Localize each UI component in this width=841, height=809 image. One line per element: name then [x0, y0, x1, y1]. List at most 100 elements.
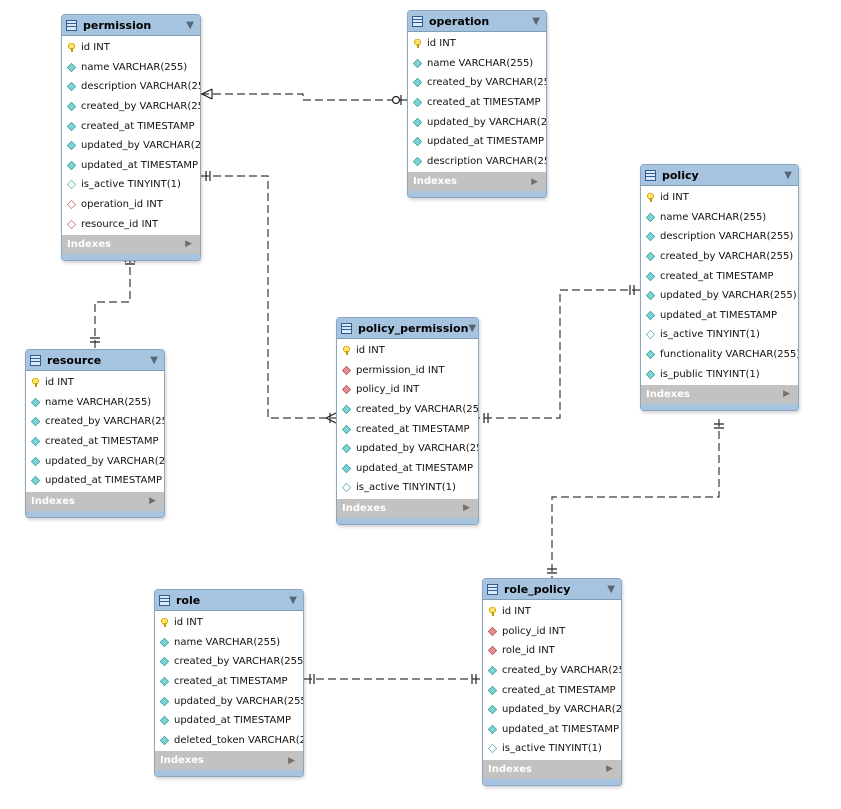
column-row[interactable]: created_by VARCHAR(255) [26, 412, 164, 432]
column-row[interactable]: updated_by VARCHAR(255) [641, 286, 798, 306]
column-row[interactable]: created_by VARCHAR(255) [155, 652, 303, 672]
column-row[interactable]: updated_at TIMESTAMP [62, 156, 200, 176]
table-header[interactable]: operation▼ [408, 11, 546, 32]
column-row[interactable]: description VARCHAR(255) [408, 152, 546, 172]
expand-arrow-icon[interactable]: ▶ [185, 239, 192, 250]
expand-arrow-icon[interactable]: ▶ [288, 755, 295, 766]
indexes-section[interactable]: Indexes▶ [26, 491, 164, 511]
collapse-arrow-icon[interactable]: ▼ [468, 322, 477, 334]
column-row[interactable]: updated_by VARCHAR(255) [483, 700, 621, 720]
column-row[interactable]: updated_at TIMESTAMP [641, 306, 798, 326]
expand-arrow-icon[interactable]: ▶ [606, 764, 613, 775]
indexes-section[interactable]: Indexes▶ [337, 498, 478, 518]
column-row[interactable]: operation_id INT [62, 195, 200, 215]
table-header[interactable]: permission▼ [62, 15, 200, 36]
column-row[interactable]: created_at TIMESTAMP [337, 419, 478, 439]
column-row[interactable]: created_at TIMESTAMP [26, 432, 164, 452]
indexes-section[interactable]: Indexes▶ [483, 759, 621, 779]
column-row[interactable]: created_by VARCHAR(255) [62, 97, 200, 117]
column-row[interactable]: created_at TIMESTAMP [62, 116, 200, 136]
column-row[interactable]: created_at TIMESTAMP [155, 672, 303, 692]
column-row[interactable]: id INT [483, 602, 621, 622]
indexes-section[interactable]: Indexes▶ [155, 751, 303, 771]
column-row[interactable]: created_by VARCHAR(255) [483, 661, 621, 681]
relationship-policy-role-policy[interactable] [551, 419, 720, 578]
expand-arrow-icon[interactable]: ▶ [531, 176, 538, 187]
column-row[interactable]: name VARCHAR(255) [26, 393, 164, 413]
relationship-permission-resource[interactable] [94, 255, 131, 349]
column-row[interactable]: resource_id INT [62, 214, 200, 234]
column-row[interactable]: id INT [26, 373, 164, 393]
column-row[interactable]: is_active TINYINT(1) [337, 478, 478, 498]
column-row[interactable]: role_id INT [483, 641, 621, 661]
table-header[interactable]: resource▼ [26, 350, 164, 371]
collapse-arrow-icon[interactable]: ▼ [150, 354, 158, 366]
column-row[interactable]: is_public TINYINT(1) [641, 364, 798, 384]
column-row[interactable]: updated_at TIMESTAMP [483, 720, 621, 740]
column-row[interactable]: updated_by VARCHAR(255) [62, 136, 200, 156]
relationship-permission-policy-permission[interactable] [201, 175, 336, 419]
column-row[interactable]: description VARCHAR(255) [62, 77, 200, 97]
relationship-policy-policy-permission[interactable] [479, 289, 640, 419]
column-diamond-icon [487, 724, 498, 734]
column-row[interactable]: id INT [155, 613, 303, 633]
collapse-arrow-icon[interactable]: ▼ [532, 15, 540, 27]
column-diamond-icon [341, 424, 352, 434]
indexes-section[interactable]: Indexes▶ [62, 234, 200, 254]
indexes-section[interactable]: Indexes▶ [641, 384, 798, 404]
column-row[interactable]: id INT [408, 34, 546, 54]
indexes-section[interactable]: Indexes▶ [408, 172, 546, 192]
relationship-permission-operation[interactable] [201, 93, 407, 101]
column-row[interactable]: policy_id INT [483, 622, 621, 642]
column-row[interactable]: created_at TIMESTAMP [641, 266, 798, 286]
expand-arrow-icon[interactable]: ▶ [463, 503, 470, 514]
column-row[interactable]: updated_at TIMESTAMP [155, 711, 303, 731]
column-row[interactable]: id INT [641, 188, 798, 208]
column-row[interactable]: name VARCHAR(255) [155, 633, 303, 653]
column-row[interactable]: name VARCHAR(255) [641, 208, 798, 228]
table-header[interactable]: policy_permission▼ [337, 318, 478, 339]
expand-arrow-icon[interactable]: ▶ [149, 496, 156, 507]
collapse-arrow-icon[interactable]: ▼ [607, 583, 615, 595]
column-row[interactable]: name VARCHAR(255) [408, 54, 546, 74]
column-row[interactable]: created_by VARCHAR(255) [641, 247, 798, 267]
column-row[interactable]: is_active TINYINT(1) [641, 325, 798, 345]
column-row[interactable]: updated_by VARCHAR(255) [26, 451, 164, 471]
column-row[interactable]: created_by VARCHAR(255) [337, 400, 478, 420]
expand-arrow-icon[interactable]: ▶ [783, 389, 790, 400]
collapse-arrow-icon[interactable]: ▼ [784, 169, 792, 181]
table-header[interactable]: role_policy▼ [483, 579, 621, 600]
table-header[interactable]: policy▼ [641, 165, 798, 186]
column-row[interactable]: is_active TINYINT(1) [483, 739, 621, 759]
column-row[interactable]: updated_at TIMESTAMP [408, 132, 546, 152]
column-row[interactable]: created_at TIMESTAMP [408, 93, 546, 113]
column-row[interactable]: updated_by VARCHAR(255) [337, 439, 478, 459]
column-row[interactable]: policy_id INT [337, 380, 478, 400]
collapse-arrow-icon[interactable]: ▼ [289, 594, 297, 606]
column-label: created_by VARCHAR(255) [174, 656, 304, 668]
column-row[interactable]: is_active TINYINT(1) [62, 175, 200, 195]
column-row[interactable]: updated_by VARCHAR(255) [408, 112, 546, 132]
column-row[interactable]: updated_at TIMESTAMP [337, 459, 478, 479]
column-row[interactable]: updated_by VARCHAR(255) [155, 691, 303, 711]
column-row[interactable]: created_at TIMESTAMP [483, 680, 621, 700]
column-row[interactable]: permission_id INT [337, 361, 478, 381]
column-row[interactable]: created_by VARCHAR(255) [408, 73, 546, 93]
column-row[interactable]: functionality VARCHAR(255) [641, 345, 798, 365]
table-header[interactable]: role▼ [155, 590, 303, 611]
column-row[interactable]: updated_at TIMESTAMP [26, 471, 164, 491]
column-row[interactable]: id INT [62, 38, 200, 58]
column-row[interactable]: id INT [337, 341, 478, 361]
column-row[interactable]: name VARCHAR(255) [62, 58, 200, 78]
column-row[interactable]: deleted_token VARCHAR(255) [155, 731, 303, 751]
column-row[interactable]: description VARCHAR(255) [641, 227, 798, 247]
primary-key-icon [160, 618, 169, 628]
collapse-arrow-icon[interactable]: ▼ [186, 19, 194, 31]
